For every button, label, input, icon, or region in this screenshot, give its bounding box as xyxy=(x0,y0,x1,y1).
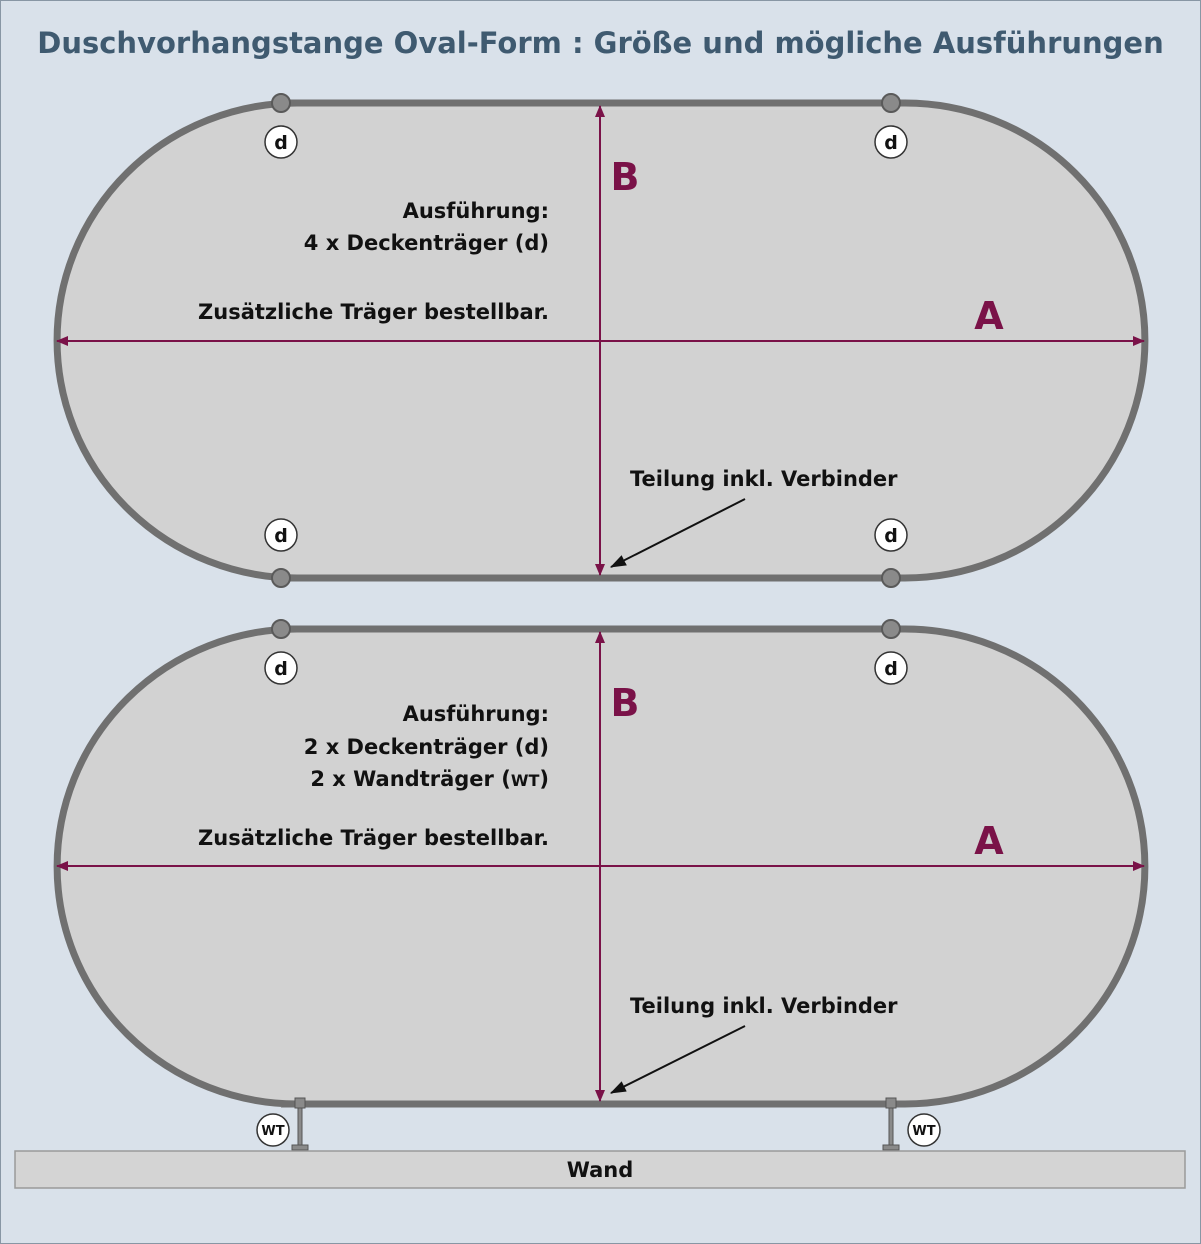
svg-text:d: d xyxy=(884,132,898,154)
execution-heading: Ausführung: xyxy=(403,702,549,726)
rod-joint xyxy=(271,568,291,588)
svg-text:WT: WT xyxy=(912,1124,935,1139)
ceiling-support-badge: d xyxy=(264,518,298,552)
execution-line-ceiling: 4 x Deckenträger (d) xyxy=(304,231,549,255)
dimension-a-label: A xyxy=(974,294,1004,338)
execution-heading: Ausführung: xyxy=(403,199,549,223)
division-label: Teilung inkl. Verbinder xyxy=(630,467,898,491)
extra-supports-note: Zusätzliche Träger bestellbar. xyxy=(198,300,549,324)
ceiling-support-badge: d xyxy=(874,125,908,159)
svg-text:d: d xyxy=(274,525,288,547)
division-pointer-arrow xyxy=(609,1025,746,1094)
oval-diagram-ceiling-mount: A B Ausführung: 4 x Deckenträger (d) Zus… xyxy=(53,93,1149,588)
ceiling-support-badge: d xyxy=(874,518,908,552)
svg-text:WT: WT xyxy=(261,1124,284,1139)
ceiling-support-badge: d xyxy=(874,651,908,685)
rod-joint xyxy=(881,93,901,113)
svg-text:d: d xyxy=(274,658,288,680)
rod-joint xyxy=(881,568,901,588)
ceiling-support-badge: d xyxy=(264,651,298,685)
oval-diagram-ceiling-and-wall-mount: A B Ausführung: 2 x Deckenträger (d) 2 x… xyxy=(53,619,1149,1151)
wall-bracket xyxy=(291,1097,309,1151)
division-label: Teilung inkl. Verbinder xyxy=(630,994,898,1018)
diagram-title: Duschvorhangstange Oval-Form : Größe und… xyxy=(37,26,1164,60)
dimension-a-label: A xyxy=(974,819,1004,863)
svg-text:d: d xyxy=(884,658,898,680)
dimension-b-label: B xyxy=(611,681,640,725)
division-pointer-arrow xyxy=(609,498,746,568)
execution-line-wall: 2 x Wandträger (WT) xyxy=(310,767,549,791)
wall-support-badge: WT xyxy=(907,1113,941,1147)
extra-supports-note: Zusätzliche Träger bestellbar. xyxy=(198,826,549,850)
wall-support-badge: WT xyxy=(256,1113,290,1147)
wall: Wand xyxy=(14,1150,1186,1189)
wall-bracket xyxy=(882,1097,900,1151)
wall-label: Wand xyxy=(567,1158,634,1182)
dimension-b-label: B xyxy=(611,155,640,199)
rod-joint xyxy=(881,619,901,639)
rod-joint xyxy=(271,93,291,113)
rod-joint xyxy=(271,619,291,639)
svg-text:d: d xyxy=(884,525,898,547)
ceiling-support-badge: d xyxy=(264,125,298,159)
svg-text:d: d xyxy=(274,132,288,154)
execution-line-ceiling: 2 x Deckenträger (d) xyxy=(304,735,549,759)
